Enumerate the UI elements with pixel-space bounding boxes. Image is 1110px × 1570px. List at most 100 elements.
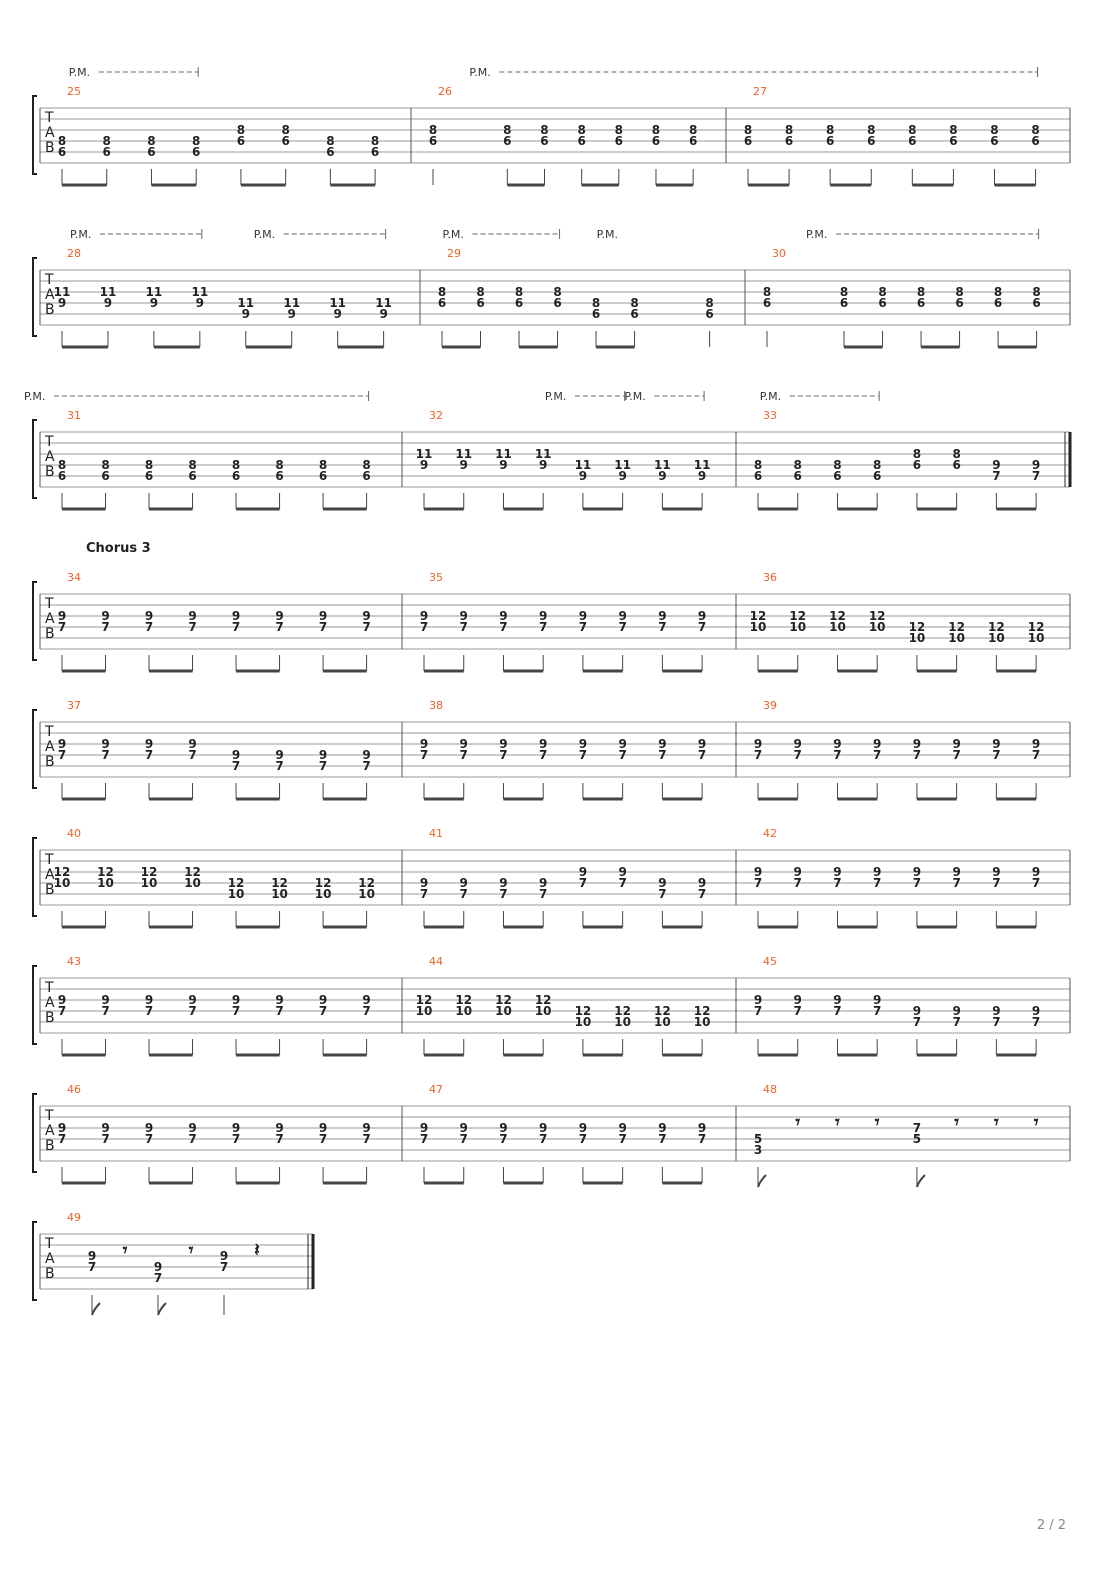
fret-number: 8 bbox=[58, 134, 66, 148]
fret-number: 9 bbox=[288, 307, 296, 321]
fret-number: 9 bbox=[275, 1121, 283, 1135]
tab-clef-letter: T bbox=[44, 110, 54, 126]
fret-number: 6 bbox=[908, 134, 916, 148]
palm-mute-label: P.M. bbox=[624, 390, 645, 403]
fret-number: 6 bbox=[592, 307, 600, 321]
fret-number: 12 bbox=[97, 865, 114, 879]
fret-number: 6 bbox=[754, 469, 762, 483]
fret-number: 7 bbox=[913, 876, 921, 890]
fret-number: 7 bbox=[319, 759, 327, 773]
fret-number: 6 bbox=[994, 296, 1002, 310]
fret-number: 9 bbox=[232, 748, 240, 762]
fret-number: 8 bbox=[630, 296, 638, 310]
fret-number: 10 bbox=[750, 620, 767, 634]
measure-number: 42 bbox=[763, 827, 777, 840]
fret-number: 9 bbox=[319, 748, 327, 762]
measure-number: 26 bbox=[438, 85, 452, 98]
fret-number: 7 bbox=[101, 1004, 109, 1018]
fret-number: 9 bbox=[145, 737, 153, 751]
fret-number: 7 bbox=[362, 1004, 370, 1018]
fret-number: 7 bbox=[1032, 469, 1040, 483]
fret-number: 9 bbox=[188, 993, 196, 1007]
fret-number: 6 bbox=[192, 145, 200, 159]
system-bracket bbox=[32, 1093, 37, 1173]
measure-number: 34 bbox=[67, 571, 81, 584]
fret-number: 7 bbox=[101, 748, 109, 762]
measure-number: 29 bbox=[447, 247, 461, 260]
fret-number: 7 bbox=[579, 620, 587, 634]
fret-number: 8 bbox=[994, 285, 1002, 299]
fret-number: 7 bbox=[101, 620, 109, 634]
fret-number: 7 bbox=[145, 1004, 153, 1018]
fret-number: 12 bbox=[141, 865, 158, 879]
fret-number: 9 bbox=[275, 609, 283, 623]
fret-number: 9 bbox=[104, 296, 112, 310]
fret-number: 9 bbox=[579, 469, 587, 483]
fret-number: 8 bbox=[794, 458, 802, 472]
fret-number: 9 bbox=[460, 737, 468, 751]
fret-number: 9 bbox=[362, 609, 370, 623]
fret-number: 7 bbox=[232, 759, 240, 773]
fret-number: 8 bbox=[371, 134, 379, 148]
fret-number: 9 bbox=[539, 876, 547, 890]
fret-number: 9 bbox=[754, 865, 762, 879]
fret-number: 7 bbox=[1032, 876, 1040, 890]
fret-number: 9 bbox=[794, 865, 802, 879]
fret-number: 7 bbox=[420, 1132, 428, 1146]
fret-number: 7 bbox=[992, 1015, 1000, 1029]
fret-number: 7 bbox=[58, 1004, 66, 1018]
fret-number: 9 bbox=[499, 1121, 507, 1135]
fret-number: 8 bbox=[188, 458, 196, 472]
fret-number: 11 bbox=[495, 447, 512, 461]
fret-number: 11 bbox=[455, 447, 472, 461]
fret-number: 7 bbox=[1032, 748, 1040, 762]
fret-number: 8 bbox=[429, 123, 437, 137]
fret-number: 7 bbox=[794, 748, 802, 762]
fret-number: 7 bbox=[698, 1132, 706, 1146]
fret-number: 8 bbox=[145, 458, 153, 472]
fret-number: 11 bbox=[375, 296, 392, 310]
fret-number: 8 bbox=[952, 447, 960, 461]
fret-number: 8 bbox=[553, 285, 561, 299]
fret-number: 8 bbox=[101, 458, 109, 472]
fret-number: 9 bbox=[1032, 458, 1040, 472]
fret-number: 7 bbox=[754, 1004, 762, 1018]
fret-number: 6 bbox=[275, 469, 283, 483]
fret-number: 9 bbox=[539, 609, 547, 623]
fret-number: 9 bbox=[833, 993, 841, 1007]
fret-number: 12 bbox=[416, 993, 433, 1007]
fret-number: 9 bbox=[242, 307, 250, 321]
fret-number: 7 bbox=[58, 620, 66, 634]
fret-number: 11 bbox=[416, 447, 433, 461]
fret-number: 7 bbox=[952, 876, 960, 890]
fret-number: 11 bbox=[54, 285, 71, 299]
fret-number: 8 bbox=[237, 123, 245, 137]
page-number: 2 / 2 bbox=[1036, 1518, 1066, 1533]
fret-number: 6 bbox=[652, 134, 660, 148]
system-bracket bbox=[32, 837, 37, 917]
fret-number: 9 bbox=[698, 1121, 706, 1135]
fret-number: 8 bbox=[878, 285, 886, 299]
fret-number: 7 bbox=[658, 1132, 666, 1146]
fret-number: 7 bbox=[275, 1004, 283, 1018]
fret-number: 6 bbox=[705, 307, 713, 321]
fret-number: 6 bbox=[630, 307, 638, 321]
measure-number: 33 bbox=[763, 409, 777, 422]
fret-number: 7 bbox=[952, 1015, 960, 1029]
fret-number: 10 bbox=[495, 1004, 512, 1018]
fret-number: 10 bbox=[988, 631, 1005, 645]
tab-clef-letter: T bbox=[44, 1236, 54, 1252]
fret-number: 11 bbox=[100, 285, 117, 299]
fret-number: 6 bbox=[103, 145, 111, 159]
system-bracket bbox=[32, 1221, 37, 1301]
fret-number: 7 bbox=[833, 876, 841, 890]
fret-number: 9 bbox=[873, 737, 881, 751]
fret-number: 7 bbox=[539, 620, 547, 634]
fret-number: 7 bbox=[539, 748, 547, 762]
fret-number: 9 bbox=[275, 748, 283, 762]
system-bracket bbox=[32, 581, 37, 661]
fret-number: 7 bbox=[319, 1132, 327, 1146]
fret-number: 6 bbox=[188, 469, 196, 483]
fret-number: 7 bbox=[794, 1004, 802, 1018]
fret-number: 9 bbox=[499, 458, 507, 472]
